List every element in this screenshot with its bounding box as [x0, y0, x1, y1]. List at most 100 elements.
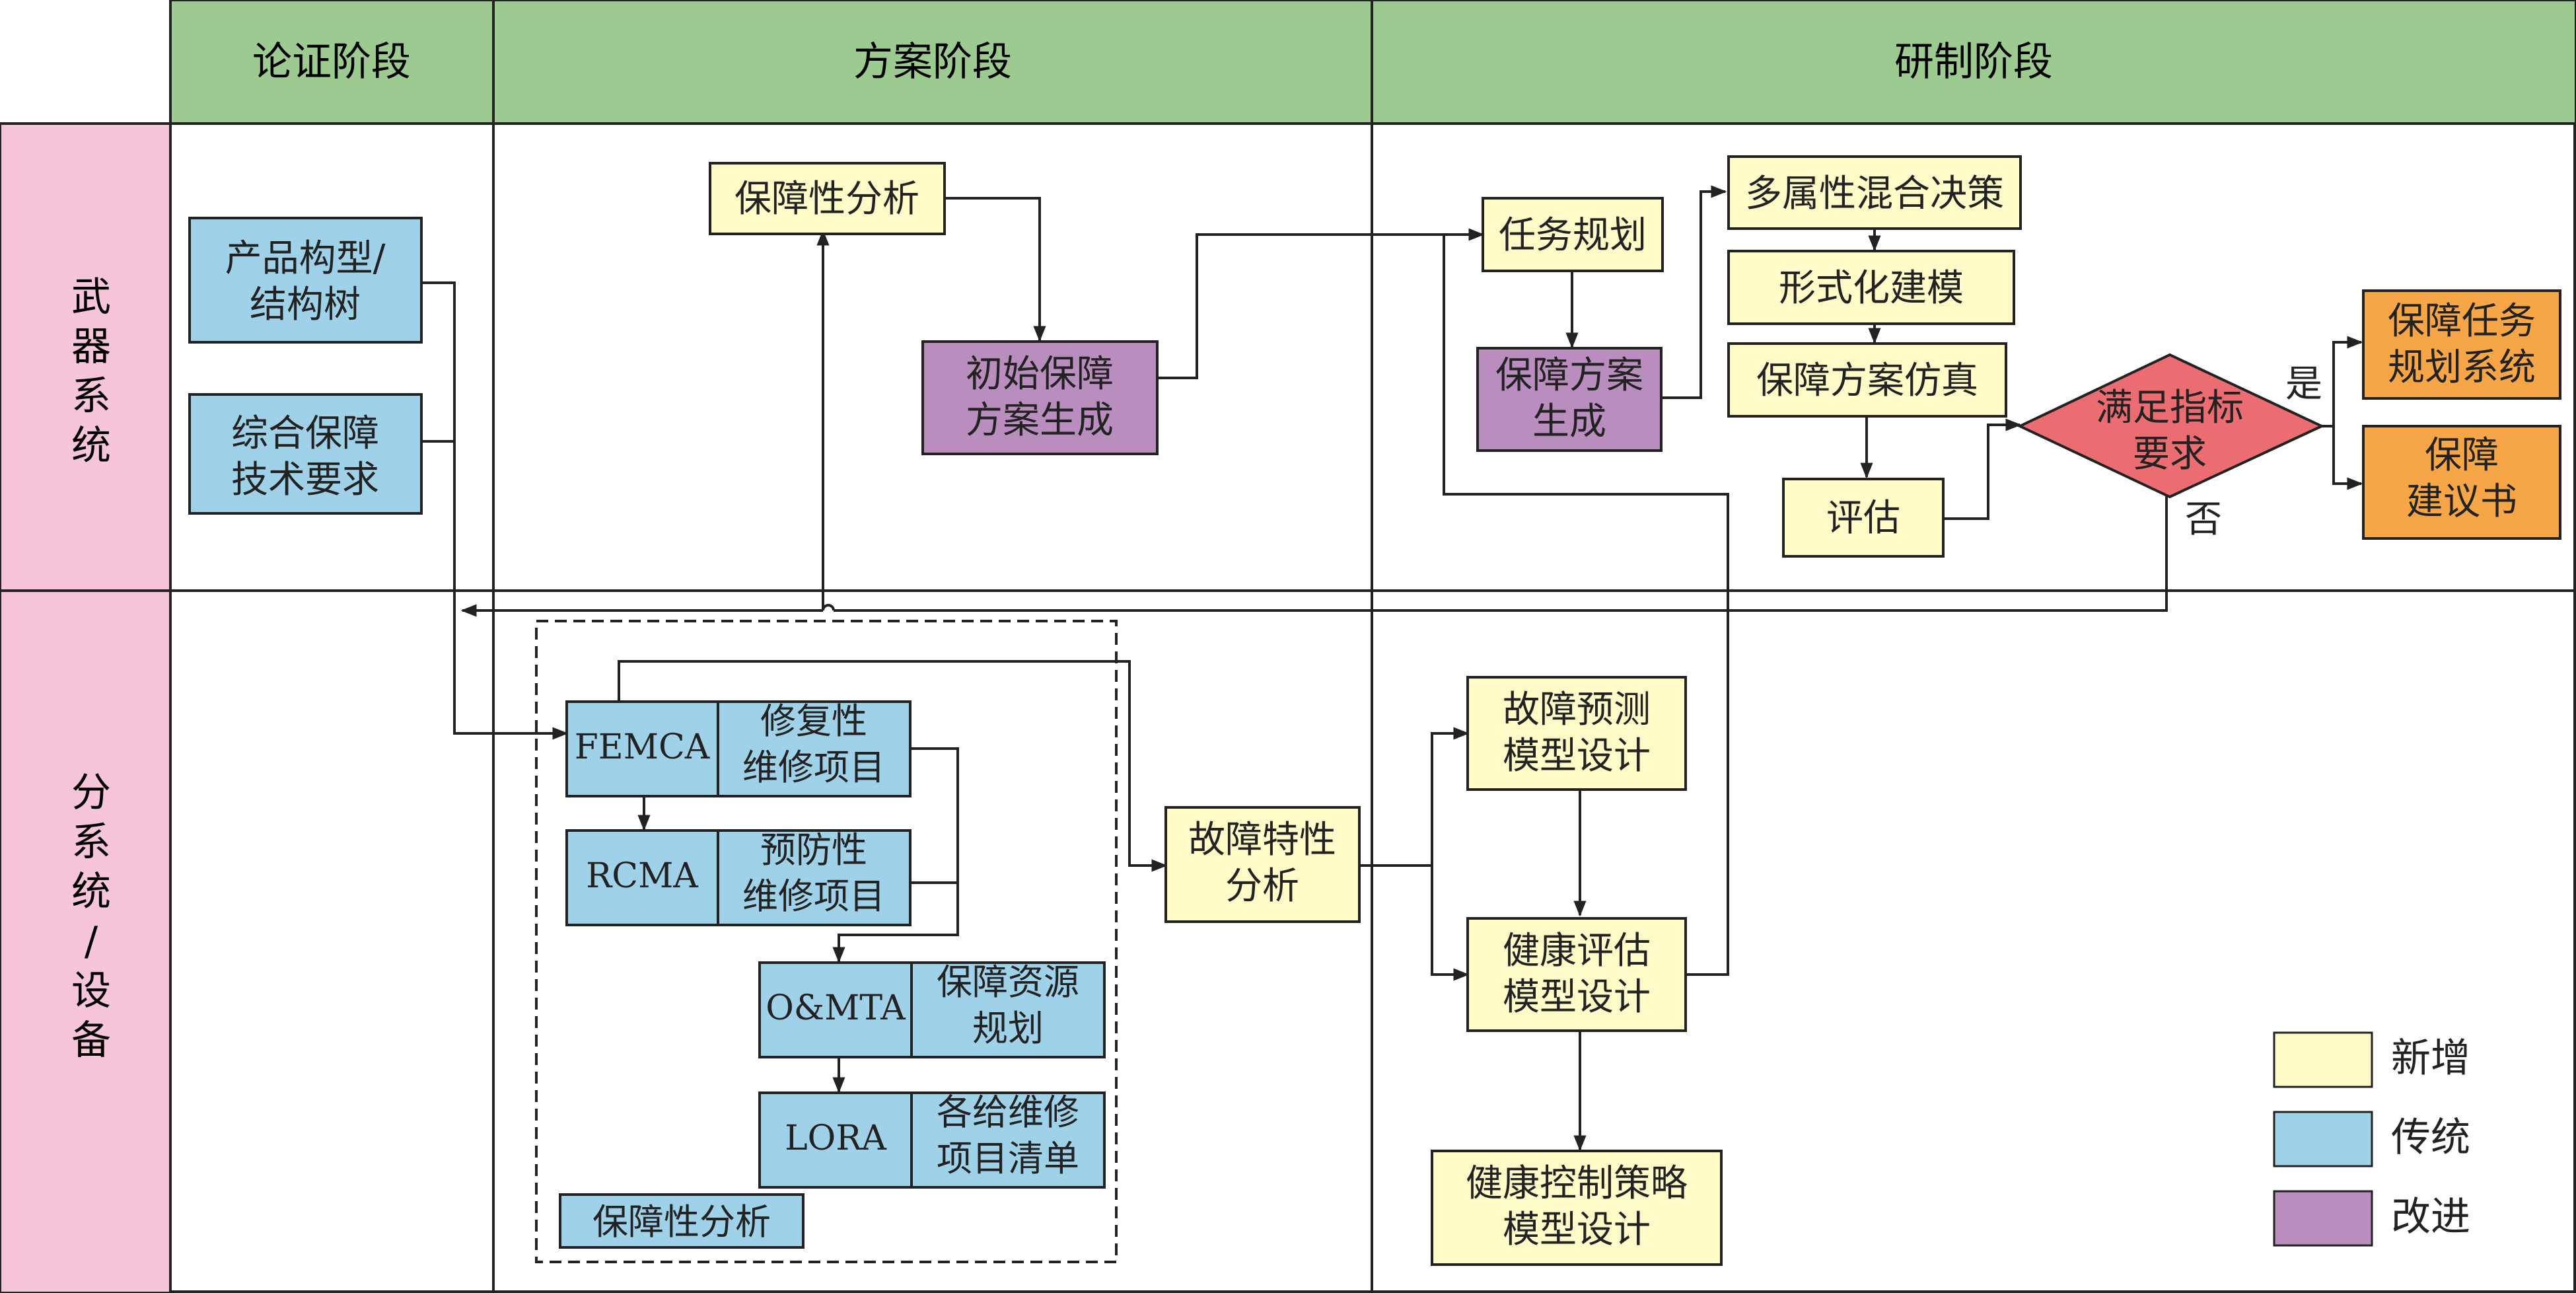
- label-fault-prediction-1: 故障预测: [1503, 688, 1651, 731]
- legend-label-new: 新增: [2391, 1035, 2470, 1082]
- svg-text:分: 分: [71, 770, 111, 816]
- legend-swatch-improved: [2273, 1190, 2373, 1247]
- box-output-recommendation[interactable]: [2362, 425, 2561, 540]
- label-corrective-items-1: 修复性: [760, 700, 867, 742]
- label-omta: O&MTA: [766, 988, 906, 1028]
- box-task-planning[interactable]: [1482, 197, 1664, 272]
- connector-initial-to-task: [1157, 228, 1485, 379]
- legend-label-improved: 改进: [2391, 1194, 2470, 1240]
- label-multi-attr-decision: 多属性混合决策: [1745, 172, 2004, 215]
- label-formal-modeling: 形式化建模: [1779, 267, 1964, 310]
- box-health-assessment[interactable]: [1466, 917, 1687, 1032]
- connector-yes-to-task-system: [2322, 336, 2363, 427]
- legend: 新增 传统 改进: [2273, 1031, 2470, 1247]
- phase-demonstration-cell: [169, 0, 495, 125]
- box-fault-prediction[interactable]: [1466, 676, 1687, 791]
- label-product-config-1: 产品构型/: [225, 237, 386, 280]
- lane-weapon-system-label: 武 器 系 统: [71, 274, 111, 469]
- label-health-assessment-2: 模型设计: [1503, 976, 1651, 1019]
- phase-development-cell: [1371, 0, 2576, 125]
- label-femca: FEMCA: [575, 727, 711, 767]
- lane-subsystem-cell: [0, 589, 172, 1293]
- label-lora: LORA: [785, 1119, 887, 1158]
- label-evaluation: 评估: [1826, 497, 1900, 540]
- box-health-control[interactable]: [1431, 1150, 1723, 1266]
- box-supportability-analysis-top[interactable]: [709, 162, 946, 235]
- box-multi-attr-decision[interactable]: [1727, 155, 2022, 230]
- connector-feedback-hop: [822, 604, 835, 611]
- label-scheme-generation-1: 保障方案: [1495, 354, 1643, 397]
- label-initial-scheme-1: 初始保障: [966, 353, 1114, 396]
- box-formal-modeling[interactable]: [1727, 250, 2015, 325]
- label-supportability-analysis-top: 保障性分析: [734, 178, 919, 221]
- connector-yes-to-recommendation: [2332, 426, 2363, 490]
- box-omta-row[interactable]: [758, 961, 1106, 1058]
- lane-labels: 武 器 系 统 分 系 统 / 设 备: [0, 122, 172, 1293]
- box-initial-scheme[interactable]: [921, 340, 1159, 455]
- box-output-task-system[interactable]: [2362, 289, 2561, 400]
- svg-text:设: 设: [71, 968, 111, 1014]
- connectors: [421, 185, 2363, 1152]
- label-task-planning: 任务规划: [1499, 214, 1647, 257]
- box-supportability-analysis-group[interactable]: [559, 1193, 805, 1249]
- label-health-assessment-1: 健康评估: [1503, 930, 1651, 973]
- box-scheme-generation[interactable]: [1476, 347, 1663, 452]
- box-evaluation[interactable]: [1782, 478, 1945, 558]
- svg-text:器: 器: [71, 324, 111, 370]
- label-fault-characteristics-2: 分析: [1225, 865, 1299, 908]
- label-resource-planning-1: 保障资源: [937, 961, 1079, 1003]
- label-product-config-2: 结构树: [250, 283, 361, 326]
- label-preventive-items-1: 预防性: [760, 829, 867, 871]
- phase-scheme-label: 方案阶段: [853, 39, 1012, 85]
- box-scheme-simulation[interactable]: [1727, 342, 2007, 418]
- svg-text:备: 备: [71, 1017, 111, 1064]
- svg-text:统: 统: [71, 869, 111, 915]
- label-output-task-system-2: 规划系统: [2388, 346, 2536, 389]
- label-corrective-items-2: 维修项目: [742, 747, 885, 788]
- svg-text:武: 武: [71, 274, 111, 320]
- label-output-recommendation-2: 建议书: [2406, 480, 2517, 523]
- box-lora-row[interactable]: [758, 1091, 1106, 1189]
- label-item-list-1: 各给维修: [937, 1091, 1079, 1133]
- box-product-config[interactable]: [188, 217, 423, 344]
- connector-supportability-to-initial: [945, 197, 1046, 342]
- connector-scheme-to-decision: [1661, 185, 1727, 399]
- label-rcma: RCMA: [586, 856, 699, 896]
- label-decision-yes: 是: [2285, 363, 2322, 406]
- label-initial-scheme-2: 方案生成: [966, 399, 1114, 442]
- legend-swatch-new: [2273, 1031, 2373, 1088]
- legend-label-traditional: 传统: [2391, 1115, 2470, 1161]
- box-integrated-support[interactable]: [188, 393, 423, 515]
- label-scheme-simulation: 保障方案仿真: [1756, 359, 1978, 402]
- label-integrated-support-2: 技术要求: [231, 459, 379, 501]
- connector-eval-to-decision: [1943, 418, 2022, 520]
- phase-development-label: 研制阶段: [1894, 39, 2053, 85]
- phase-scheme-cell: [492, 0, 1373, 125]
- connector-fault-to-prediction: [1359, 727, 1470, 867]
- svg-text:/: /: [85, 918, 98, 965]
- decision-meets-requirements[interactable]: [2017, 353, 2325, 499]
- label-output-recommendation-1: 保障: [2425, 434, 2499, 477]
- label-output-task-system-1: 保障任务: [2388, 300, 2536, 343]
- lane-weapon-system-cell: [0, 122, 172, 592]
- label-resource-planning-2: 规划: [972, 1008, 1044, 1049]
- label-health-control-2: 模型设计: [1503, 1208, 1651, 1251]
- label-integrated-support-1: 综合保障: [231, 412, 379, 455]
- svg-text:统: 统: [71, 423, 111, 469]
- box-fault-characteristics[interactable]: [1164, 806, 1361, 923]
- phase-demonstration-label: 论证阶段: [252, 39, 411, 85]
- connector-fault-to-health: [1431, 866, 1470, 981]
- box-femca-row[interactable]: [565, 700, 912, 797]
- label-decision-1: 满足指标: [2096, 387, 2244, 429]
- connector-items-to-omta: [832, 747, 959, 963]
- connector-femca-to-fault: [618, 660, 1168, 872]
- legend-swatch-traditional: [2273, 1111, 2373, 1167]
- box-rcma-row[interactable]: [565, 829, 912, 926]
- connector-feedback-no: [834, 492, 2168, 612]
- label-health-control-1: 健康控制策略: [1466, 1162, 1688, 1205]
- label-scheme-generation-2: 生成: [1532, 400, 1606, 443]
- label-preventive-items-2: 维修项目: [742, 875, 885, 917]
- svg-text:系: 系: [71, 373, 111, 420]
- phase-header-row: 论证阶段 方案阶段 研制阶段: [169, 0, 2576, 125]
